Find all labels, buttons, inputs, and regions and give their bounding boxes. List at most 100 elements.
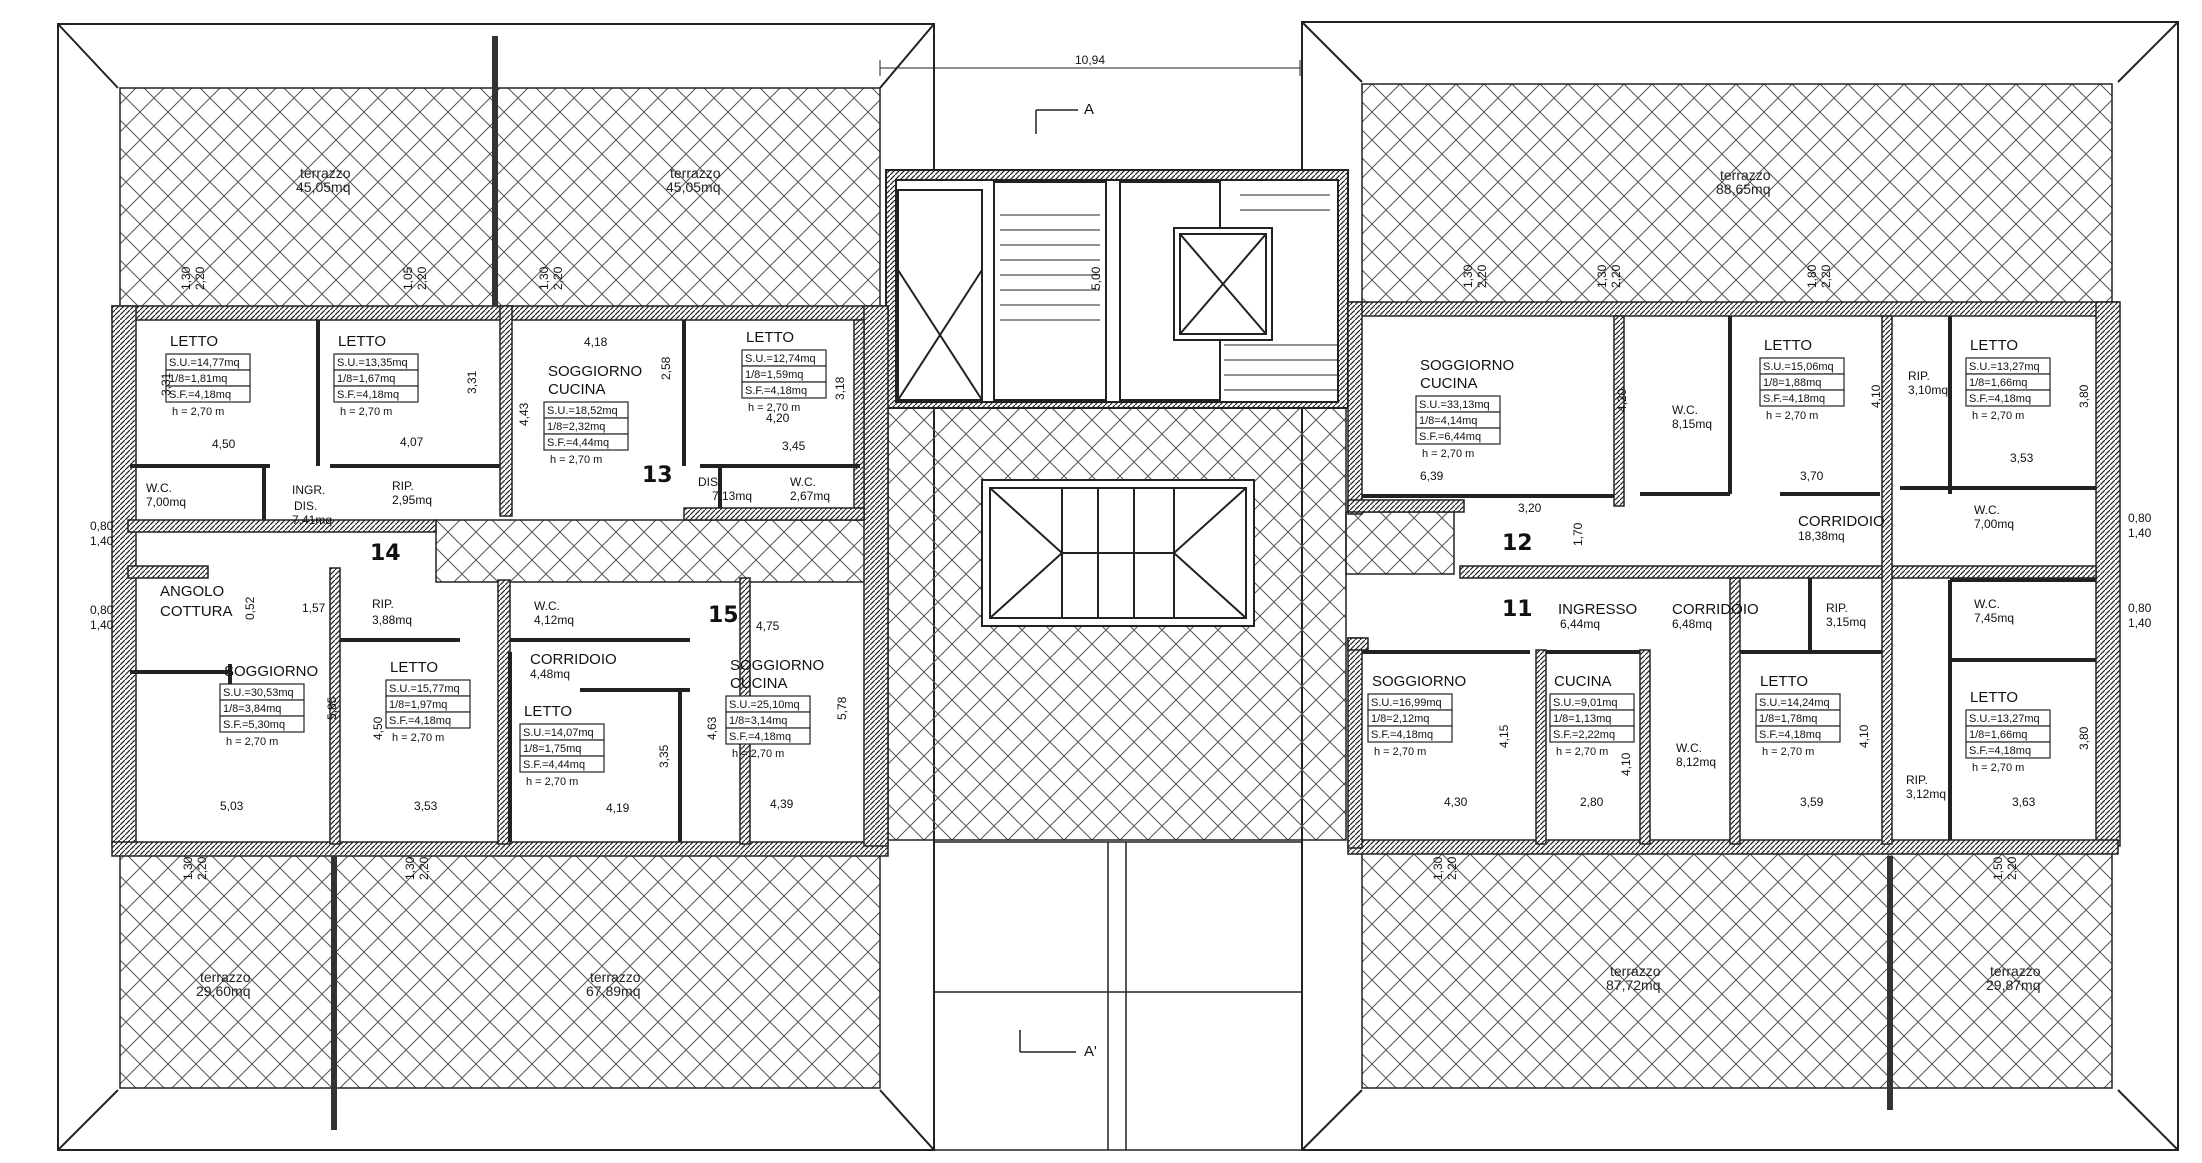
window-tag: 1,80 [1805, 264, 1819, 288]
room-name: LETTO [1970, 689, 2018, 706]
room-data-value: S.F.=6,44mq [1419, 431, 1481, 443]
small-room-labels: W.C. 7,00mq INGR. DIS. 7,41mq RIP. 2,95m… [146, 369, 2014, 801]
window-tag: 1,30 [1595, 264, 1609, 288]
room-dim: 3,70 [1800, 469, 1824, 483]
room-name: CUCINA [548, 381, 606, 398]
room-dim: 3,53 [2010, 451, 2034, 465]
terrace-area: 88,65mq [1716, 181, 1770, 197]
room-dim: 2,80 [1580, 795, 1604, 809]
room-area: 6,44mq [1560, 617, 1600, 631]
room-data-box [1965, 741, 2051, 759]
room-dim: 1,57 [302, 601, 326, 615]
room-data-box [1415, 427, 1501, 445]
room-data-value: S.U.=9,01mq [1553, 697, 1618, 709]
window-tag: 1,30 [179, 266, 193, 290]
section-marker-bottom: A' [1084, 1043, 1097, 1060]
room-area: 7,45mq [1974, 611, 2014, 625]
room-dim: 3,80 [2077, 384, 2091, 408]
window-tags: 1,30 2,20 1,05 2,20 1,30 2,20 1,30 2,20 … [179, 264, 2019, 880]
room-name: INGRESSO [1558, 601, 1637, 618]
side-dim: 0,80 [2128, 601, 2152, 615]
right-block-partitions [1362, 316, 2096, 840]
room-data-box [725, 727, 811, 745]
room-data-value: 1/8=1,66mq [1969, 729, 2027, 741]
room-height: h = 2,70 m [1556, 746, 1608, 758]
room-height: h = 2,70 m [392, 732, 444, 744]
room-height: h = 2,70 m [1766, 410, 1818, 422]
room-data-value: S.F.=4,44mq [523, 759, 585, 771]
room-data-value: 1/8=2,12mq [1371, 713, 1429, 725]
room-dim: 4,20 [1615, 388, 1629, 412]
room-data-value: S.U.=14,07mq [523, 727, 594, 739]
room-name: CUCINA [1554, 673, 1612, 690]
room-dim: 4,50 [371, 716, 385, 740]
room-data-box [1965, 389, 2051, 407]
room-block-u12-letto1: LETTOS.U.=15,06mq1/8=1,88mqS.F.=4,18mqh … [1759, 337, 1845, 422]
room-name: INGR. [292, 483, 325, 497]
room-block-u11-soggiorno: SOGGIORNOS.U.=16,99mq1/8=2,12mqS.F.=4,18… [1367, 673, 1466, 758]
room-name: W.C. [1974, 503, 2000, 517]
room-data-value: S.F.=4,18mq [1371, 729, 1433, 741]
terrace-name: terrazzo [590, 969, 641, 985]
window-tag: 2,20 [551, 266, 565, 290]
room-name: LETTO [390, 659, 438, 676]
room-data-value: S.F.=4,18mq [729, 731, 791, 743]
room-name: LETTO [1764, 337, 1812, 354]
room-name: LETTO [1970, 337, 2018, 354]
room-area: 8,15mq [1672, 417, 1712, 431]
stair-core [885, 169, 1349, 409]
room-name: W.C. [1974, 597, 2000, 611]
room-dim: 3,53 [414, 799, 438, 813]
room-name: RIP. [372, 597, 394, 611]
room-data-value: S.U.=14,24mq [1759, 697, 1830, 709]
room-data-value: S.F.=5,30mq [223, 719, 285, 731]
room-data-value: S.U.=13,35mq [337, 357, 408, 369]
room-dim: 4,18 [584, 335, 608, 349]
room-data-value: S.U.=30,53mq [223, 687, 294, 699]
room-dim: 2,58 [659, 356, 673, 380]
terrace-name: terrazzo [1720, 167, 1771, 183]
room-area: 3,12mq [1906, 787, 1946, 801]
room-data-box [165, 385, 251, 403]
room-dim: 4,10 [1619, 752, 1633, 776]
room-area: 2,67mq [790, 489, 830, 503]
room-height: h = 2,70 m [340, 406, 392, 418]
room-name: CORRIDOIO [1798, 513, 1885, 530]
terrace-area: 67,89mq [586, 983, 640, 999]
courtyard [933, 841, 1303, 1151]
window-tag: 2,20 [1445, 856, 1459, 880]
room-area: 18,38mq [1798, 529, 1845, 543]
room-blocks: LETTOS.U.=14,77mq1/8=1,81mqS.F.=4,18mqh … [165, 329, 2051, 788]
room-data-box [1367, 725, 1453, 743]
room-data-value: S.U.=12,74mq [745, 353, 816, 365]
room-height: h = 2,70 m [748, 402, 800, 414]
room-name: W.C. [1672, 403, 1698, 417]
room-name: SOGGIORNO [730, 657, 824, 674]
room-area: 3,10mq [1908, 383, 1948, 397]
room-area: 3,88mq [372, 613, 412, 627]
room-area: 3,15mq [1826, 615, 1866, 629]
room-name: LETTO [524, 703, 572, 720]
room-name: SOGGIORNO [224, 663, 318, 680]
room-area: 7,41mq [292, 513, 332, 527]
room-height: h = 2,70 m [226, 736, 278, 748]
skylight [981, 479, 1255, 627]
room-block-u12-soggiorno: SOGGIORNOCUCINAS.U.=33,13mq1/8=4,14mqS.F… [1415, 357, 1514, 460]
room-data-value: S.U.=16,99mq [1371, 697, 1442, 709]
room-data-box [333, 385, 419, 403]
terrace-area: 87,72mq [1606, 977, 1660, 993]
room-area: 7,00mq [1974, 517, 2014, 531]
room-name: LETTO [170, 333, 218, 350]
terrace-area: 45,05mq [666, 179, 720, 195]
room-block-u14-letto1: LETTOS.U.=14,77mq1/8=1,81mqS.F.=4,18mqh … [165, 333, 251, 418]
window-tag: 1,05 [401, 266, 415, 290]
section-marker-top: A [1084, 101, 1094, 118]
window-tag: 1,50 [1991, 856, 2005, 880]
room-data-value: 1/8=1,97mq [389, 699, 447, 711]
window-tag: 1,30 [181, 856, 195, 880]
room-data-value: S.U.=15,77mq [389, 683, 460, 695]
room-data-box [519, 755, 605, 773]
room-area: 4,48mq [530, 667, 570, 681]
room-dim: 3,80 [2077, 726, 2091, 750]
room-height: h = 2,70 m [526, 776, 578, 788]
